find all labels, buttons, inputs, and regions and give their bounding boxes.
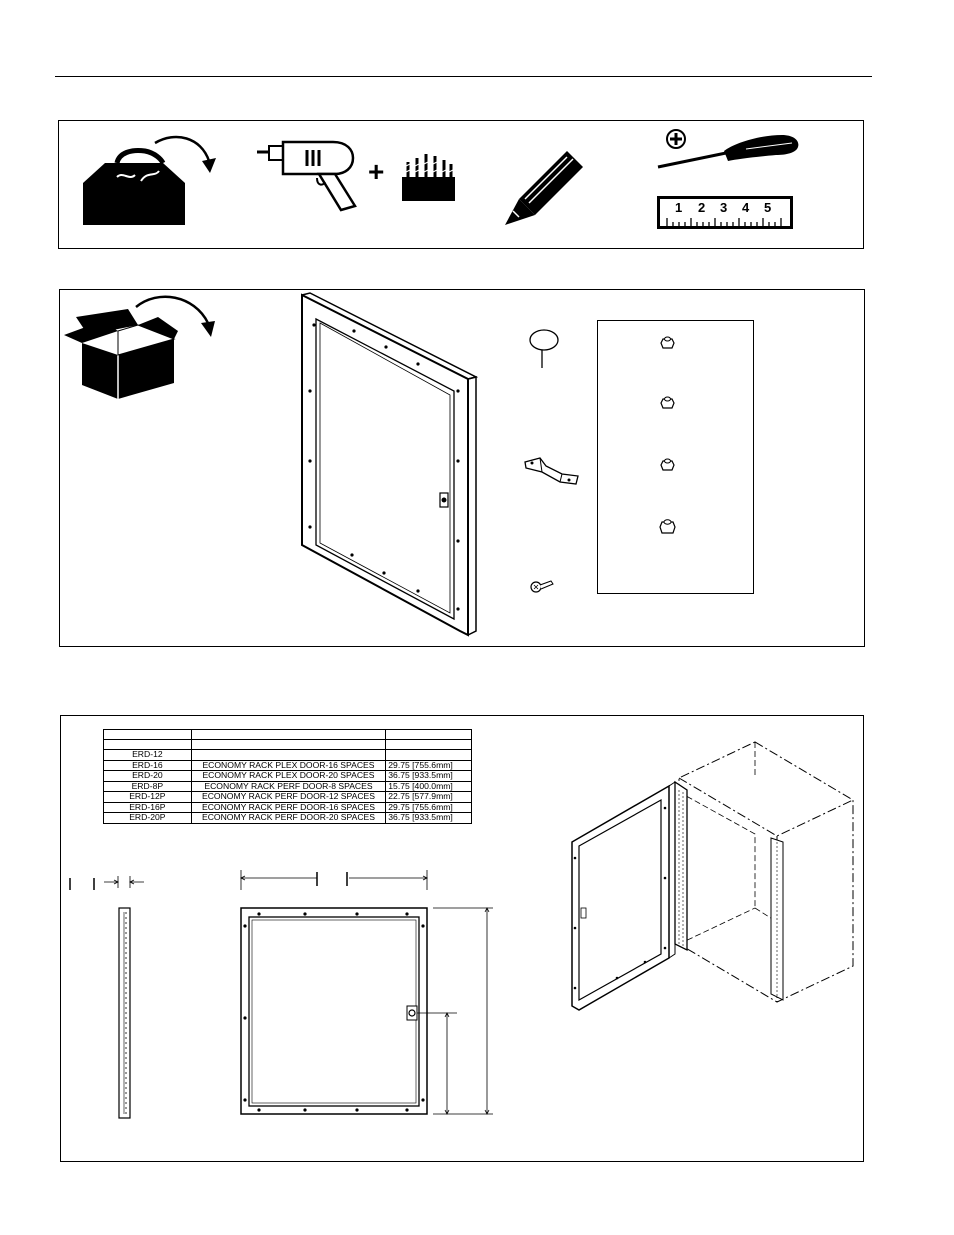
- table-row: ERD-16P ECONOMY RACK PERF DOOR-16 SPACES…: [103, 801, 472, 813]
- ruler-icon: [657, 196, 793, 229]
- description-cell: ECONOMY RACK PERF DOOR-12 SPACES: [190, 791, 387, 803]
- table-row: ERD-16 ECONOMY RACK PLEX DOOR-16 SPACES …: [103, 759, 472, 771]
- bracket-icon: [524, 457, 579, 485]
- model-cell: ERD-8P: [103, 780, 192, 792]
- description-cell: ECONOMY RACK PLEX DOOR-16 SPACES: [190, 759, 387, 771]
- dimension-cell: 36.75 [933.5mm]: [385, 812, 472, 824]
- drill-bits-icon: [402, 154, 455, 201]
- table-row: ERD-12P ECONOMY RACK PERF DOOR-12 SPACES…: [103, 791, 472, 803]
- description-cell: ECONOMY RACK PERF DOOR-20 SPACES: [190, 812, 387, 824]
- door-side-view-drawing: [69, 876, 144, 1119]
- dimension-cell: 29.75 [755.6mm]: [385, 801, 472, 813]
- screw-icon: [530, 580, 554, 593]
- open-box-icon: [64, 295, 215, 399]
- header-rule: [55, 76, 872, 77]
- phillips-screwdriver-icon: [657, 129, 799, 169]
- description-cell: ECONOMY RACK PLEX DOOR-20 SPACES: [190, 770, 387, 782]
- ruler-number-4: 4: [742, 200, 750, 215]
- ruler-number-3: 3: [720, 200, 728, 215]
- dimension-cell: [385, 749, 472, 761]
- stud-fastener-icon: [659, 519, 676, 534]
- table-row: ERD-8P ECONOMY RACK PERF DOOR-8 SPACES 1…: [103, 780, 472, 792]
- rack-with-door-isometric-drawing: [571, 741, 854, 1011]
- plus-sign: +: [368, 156, 385, 187]
- drill-icon: [257, 140, 357, 212]
- ruler-number-1: 1: [675, 200, 683, 215]
- table-header-row: [103, 729, 472, 740]
- stud-fastener-icon: [660, 458, 675, 471]
- model-spec-table: ERD-12 ERD-16 ECONOMY RACK PLEX DOOR-16 …: [103, 729, 472, 824]
- dimension-cell: 22.75 [577.9mm]: [385, 791, 472, 803]
- pencil-icon: [505, 151, 583, 225]
- model-cell: ERD-12: [103, 749, 192, 761]
- model-cell: ERD-16P: [103, 801, 192, 813]
- stud-fastener-icon: [660, 396, 675, 409]
- toolbox-icon: [83, 135, 216, 225]
- dimension-cell: 29.75 [755.6mm]: [385, 759, 472, 771]
- door-isometric-drawing: [301, 292, 478, 637]
- dimension-cell: 36.75 [933.5mm]: [385, 770, 472, 782]
- table-row: ERD-20 ECONOMY RACK PLEX DOOR-20 SPACES …: [103, 770, 472, 782]
- hardware-bag: [597, 320, 754, 594]
- ruler-number-5: 5: [764, 200, 772, 215]
- ruler-number-2: 2: [698, 200, 706, 215]
- model-cell: ERD-20P: [103, 812, 192, 824]
- table-header-row: [103, 739, 472, 750]
- dimension-cell: 15.75 [400.0mm]: [385, 780, 472, 792]
- table-row: ERD-12: [103, 749, 472, 761]
- model-cell: ERD-20: [103, 770, 192, 782]
- description-cell: [190, 749, 387, 761]
- description-cell: ECONOMY RACK PERF DOOR-8 SPACES: [190, 780, 387, 792]
- table-row: ERD-20P ECONOMY RACK PERF DOOR-20 SPACES…: [103, 812, 472, 824]
- model-cell: ERD-12P: [103, 791, 192, 803]
- pushpin-icon: [529, 329, 559, 368]
- stud-fastener-icon: [660, 336, 675, 349]
- model-cell: ERD-16: [103, 759, 192, 771]
- description-cell: ECONOMY RACK PERF DOOR-16 SPACES: [190, 801, 387, 813]
- door-front-view-drawing: [240, 870, 493, 1115]
